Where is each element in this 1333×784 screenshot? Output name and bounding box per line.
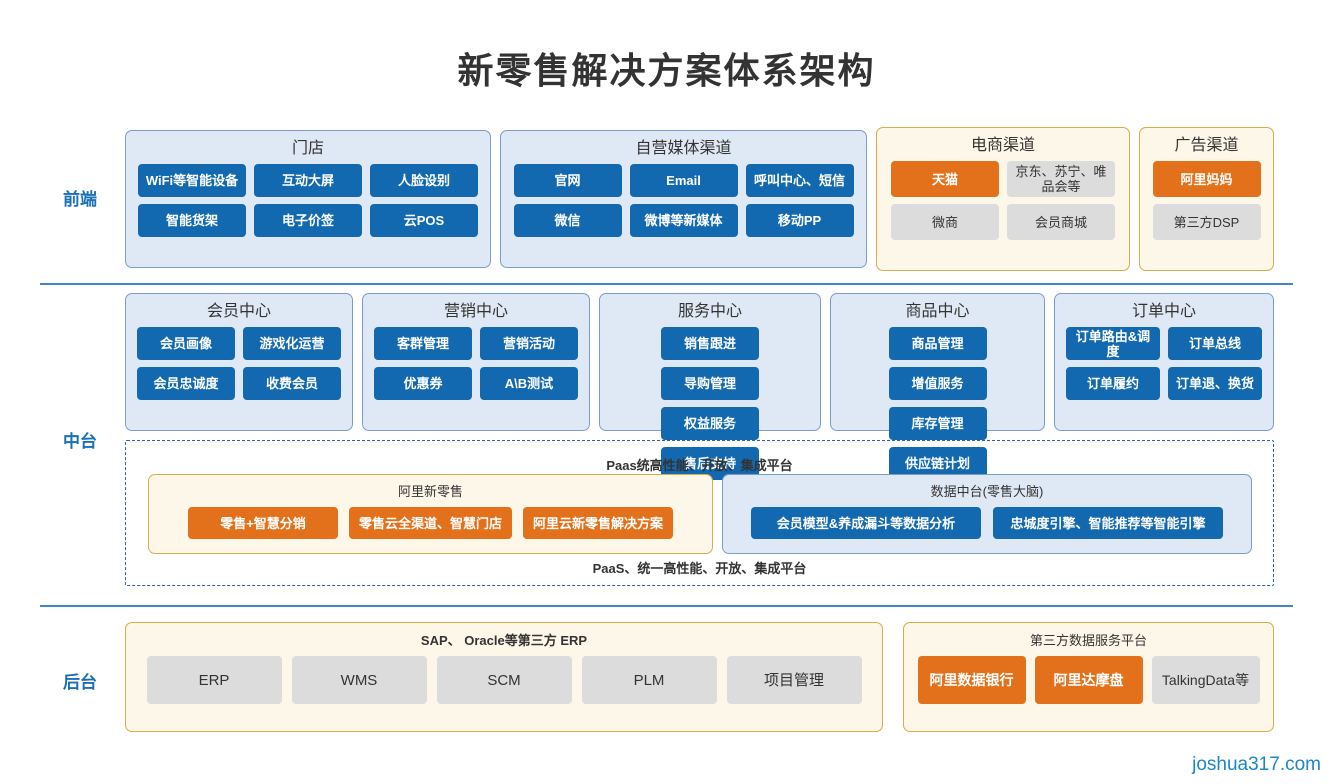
paas-caption-top: Paas统高性能、开放、集成平台 (606, 458, 793, 473)
chip-item[interactable]: 导购管理 (661, 367, 759, 400)
chip-item[interactable]: 会员模型&养成漏斗等数据分析 (751, 507, 981, 539)
section-divider-top (40, 283, 1293, 285)
chip-item[interactable]: 阿里云新零售解决方案 (523, 507, 674, 539)
chip-item[interactable]: 第三方DSP (1152, 204, 1261, 240)
panel-title-advertising-channel: 广告渠道 (1174, 137, 1239, 154)
chip-item[interactable]: 零售+智慧分销 (187, 507, 338, 539)
chip-item[interactable]: 移动PP (745, 204, 854, 237)
section-divider-bottom (40, 605, 1293, 607)
panel-title-order-center: 订单中心 (1131, 303, 1196, 320)
page-title: 新零售解决方案体系架构 (457, 50, 876, 91)
chip-item[interactable]: 会员忠诚度 (137, 367, 235, 400)
chip-item[interactable]: 订单总线 (1168, 327, 1262, 360)
chip-item[interactable]: 会员画像 (137, 327, 235, 360)
chip-item[interactable]: 天猫 (891, 161, 999, 197)
chip-item[interactable]: 互动大屏 (254, 164, 362, 197)
chip-group-ecommerce: 天猫京东、苏宁、唯品会等微商会员商城 (877, 161, 1129, 249)
chip-group-order-center: 订单路由&调度订单总线订单履约订单退、换货 (1055, 327, 1273, 409)
chip-item[interactable]: 库存管理 (888, 407, 987, 440)
chip-item[interactable]: WMS (291, 656, 427, 704)
chip-item[interactable]: 电子价签 (254, 204, 362, 237)
chip-item[interactable]: Email (629, 164, 738, 197)
chip-item[interactable]: 微信 (513, 204, 622, 237)
chip-item[interactable]: SCM (436, 656, 572, 704)
chip-group-data-middle-platform: 会员模型&养成漏斗等数据分析忠城度引擎、智能推荐等智能引擎 (723, 507, 1251, 539)
chip-item[interactable]: 微商 (891, 204, 999, 240)
panel-advertising-channel: 广告渠道 阿里妈妈第三方DSP (1139, 127, 1274, 271)
chip-group-advertising: 阿里妈妈第三方DSP (1140, 161, 1273, 249)
chip-group-member-center: 会员画像游戏化运营会员忠诚度收费会员 (126, 327, 352, 409)
chip-item[interactable]: WiFi等智能设备 (138, 164, 246, 197)
chip-item[interactable]: 零售云全渠道、智慧门店 (348, 507, 512, 539)
chip-item[interactable]: 人脸设别 (370, 164, 478, 197)
row-label-middle-platform: 中台 (63, 432, 97, 451)
chip-item[interactable]: 京东、苏宁、唯品会等 (1007, 161, 1115, 197)
chip-group-store: WiFi等智能设备互动大屏人脸设别智能货架电子价签云POS (126, 164, 490, 246)
panel-title-third-party-erp: SAP、 Oracle等第三方 ERP (420, 633, 588, 648)
chip-item[interactable]: 优惠券 (374, 367, 472, 400)
chip-item[interactable]: 阿里妈妈 (1152, 161, 1261, 197)
chip-item[interactable]: 订单退、换货 (1168, 367, 1262, 400)
paas-layer-container: Paas统高性能、开放、集成平台 阿里新零售 零售+智慧分销零售云全渠道、智慧门… (125, 440, 1274, 586)
chip-group-alibaba-new-retail: 零售+智慧分销零售云全渠道、智慧门店阿里云新零售解决方案 (149, 507, 712, 539)
row-label-backend: 后台 (63, 673, 97, 692)
chip-item[interactable]: 销售跟进 (661, 327, 759, 360)
chip-item[interactable]: 云POS (370, 204, 478, 237)
panel-title-product-center: 商品中心 (905, 303, 970, 320)
panel-title-alibaba-new-retail: 阿里新零售 (397, 484, 463, 499)
chip-item[interactable]: 官网 (513, 164, 622, 197)
chip-item[interactable]: 订单履约 (1066, 367, 1160, 400)
chip-item[interactable]: 营销活动 (480, 327, 578, 360)
panel-ecommerce-channel: 电商渠道 天猫京东、苏宁、唯品会等微商会员商城 (876, 127, 1130, 271)
chip-item[interactable]: 权益服务 (661, 407, 759, 440)
chip-item[interactable]: 增值服务 (888, 367, 987, 400)
chip-item[interactable]: 订单路由&调度 (1066, 327, 1160, 360)
chip-item[interactable]: 忠城度引擎、智能推荐等智能引擎 (993, 507, 1223, 539)
row-label-frontend: 前端 (63, 190, 97, 209)
panel-data-middle-platform: 数据中台(零售大脑) 会员模型&养成漏斗等数据分析忠城度引擎、智能推荐等智能引擎 (722, 474, 1252, 554)
panel-product-center: 商品中心 商品管理增值服务库存管理供应链计划 (830, 293, 1045, 480)
chip-item[interactable]: 商品管理 (888, 327, 987, 360)
chip-item[interactable]: 阿里达摩盘 (1034, 656, 1143, 704)
chip-item[interactable]: 微博等新媒体 (629, 204, 738, 237)
chip-item[interactable]: 游戏化运营 (243, 327, 341, 360)
panel-title-store: 门店 (291, 140, 324, 157)
chip-group-service-center: 销售跟进导购管理权益服务售后支持 (600, 327, 820, 489)
panel-title-data-middle-platform: 数据中台(零售大脑) (930, 484, 1044, 499)
chip-item[interactable]: A\B测试 (480, 367, 578, 400)
panel-service-center: 服务中心 销售跟进导购管理权益服务售后支持 (599, 293, 821, 480)
panel-title-service-center: 服务中心 (677, 303, 742, 320)
chip-item[interactable]: 阿里数据银行 (917, 656, 1026, 704)
panel-title-third-party-data-service: 第三方数据服务平台 (1029, 633, 1147, 648)
chip-item[interactable]: PLM (581, 656, 717, 704)
chip-item[interactable]: ERP (146, 656, 282, 704)
panel-order-center: 订单中心 订单路由&调度订单总线订单履约订单退、换货 (1054, 293, 1274, 431)
panel-title-member-center: 会员中心 (206, 303, 271, 320)
chip-item[interactable]: 会员商城 (1007, 204, 1115, 240)
panel-member-center: 会员中心 会员画像游戏化运营会员忠诚度收费会员 (125, 293, 353, 431)
chip-item[interactable]: 项目管理 (726, 656, 862, 704)
chip-item[interactable]: 客群管理 (374, 327, 472, 360)
paas-caption-bottom: PaaS、统一高性能、开放、集成平台 (592, 561, 807, 576)
chip-item[interactable]: TalkingData等 (1151, 656, 1260, 704)
panel-title-marketing-center: 营销中心 (443, 303, 508, 320)
panel-store: 门店 WiFi等智能设备互动大屏人脸设别智能货架电子价签云POS (125, 130, 491, 268)
panel-title-owned-media-channel: 自营媒体渠道 (635, 140, 732, 157)
site-watermark: joshua317.com (1192, 754, 1321, 775)
chip-item[interactable]: 呼叫中心、短信 (745, 164, 854, 197)
panel-title-ecommerce-channel: 电商渠道 (970, 137, 1035, 154)
panel-alibaba-new-retail: 阿里新零售 零售+智慧分销零售云全渠道、智慧门店阿里云新零售解决方案 (148, 474, 713, 554)
chip-item[interactable]: 收费会员 (243, 367, 341, 400)
chip-item[interactable]: 智能货架 (138, 204, 246, 237)
